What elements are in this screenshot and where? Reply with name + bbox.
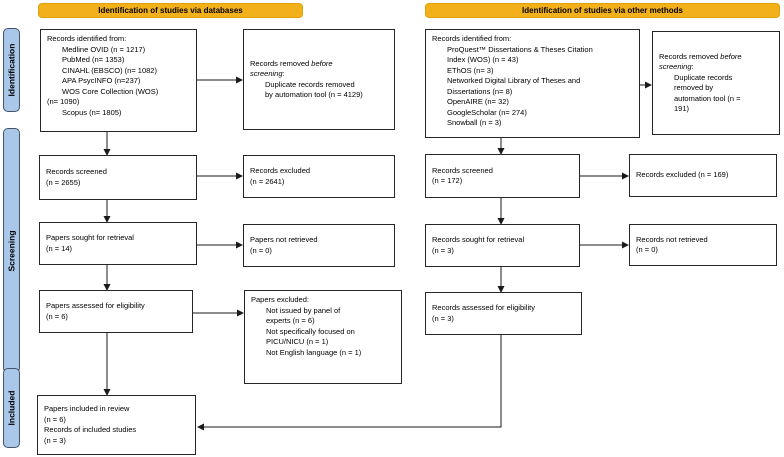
box-line: (n = 3) — [44, 435, 66, 445]
box-records-screened-other: Records screened (n = 172) — [425, 154, 580, 198]
box-line: Papers sought for retrieval — [46, 233, 134, 242]
box-line: Records of included studies — [44, 425, 137, 434]
box-line: Records screened — [46, 167, 107, 176]
box-line: PICU/NICU (n = 1) — [266, 337, 329, 346]
banner-identification-other-methods: Identification of studies via other meth… — [425, 3, 780, 18]
box-records-identified-databases: Records identified from: Medline OVID (n… — [40, 29, 197, 132]
box-line: 191) — [674, 104, 690, 113]
box-line: Duplicate records — [674, 72, 733, 82]
box-line: APA PsycINFO (n=237) — [62, 76, 141, 85]
box-line: EThOS (n= 3) — [447, 65, 494, 75]
box-records-removed-other: Records removed before screening: Duplic… — [652, 31, 780, 135]
stage-label-screening-text: Screening — [6, 229, 17, 272]
box-line: (n = 2641) — [250, 176, 285, 186]
box-line: OpenAIRE (n= 32) — [447, 97, 509, 106]
box-line: screening: — [659, 62, 694, 71]
box-line: Medline OVID (n = 1217) — [62, 44, 146, 54]
box-line: ProQuest™ Dissertations & Theses Citatio… — [447, 44, 593, 54]
box-papers-included-review: Papers included in review (n = 6) Record… — [37, 395, 196, 455]
box-line: (n = 172) — [432, 176, 463, 185]
box-line: (n = 3) — [432, 245, 454, 255]
box-line: Records identified from: — [432, 34, 512, 43]
box-papers-excluded-reasons: Papers excluded: Not issued by panel of … — [244, 290, 402, 384]
box-line: Records sought for retrieval — [432, 235, 525, 244]
box-records-excluded-other: Records excluded (n = 169) — [629, 154, 777, 197]
box-line: (n = 6) — [46, 311, 68, 321]
box-line: by automation tool (n = 4129) — [265, 90, 363, 99]
box-line: Index (WOS) (n = 43) — [447, 55, 519, 64]
box-line: (n = 0) — [636, 245, 658, 254]
box-line: CINAHL (EBSCO) (n= 1082) — [62, 65, 157, 75]
box-line: Records excluded (n = 169) — [636, 170, 729, 180]
box-line: Records not retrieved — [636, 234, 708, 244]
stage-label-included: Included — [3, 368, 20, 448]
box-records-assessed-eligibility: Records assessed for eligibility (n = 3) — [425, 292, 582, 335]
box-line: WOS Core Collection (WOS) — [62, 86, 159, 96]
box-line: Duplicate records removed — [265, 79, 355, 89]
box-line: (n = 14) — [46, 243, 73, 253]
box-line: (n = 2655) — [46, 177, 81, 187]
box-records-screened-databases: Records screened (n = 2655) — [39, 155, 197, 200]
box-line: (n = 0) — [250, 245, 272, 255]
box-line: Records excluded — [250, 166, 311, 175]
box-line: Scopus (n= 1805) — [62, 107, 122, 117]
box-line: Records identified from: — [47, 34, 127, 43]
box-papers-sought-retrieval: Papers sought for retrieval (n = 14) — [39, 222, 197, 265]
banner-identification-databases: Identification of studies via databases — [38, 3, 303, 18]
box-line: Records removed before — [250, 58, 333, 68]
box-line: automation tool (n = — [674, 93, 741, 103]
box-line: Papers included in review — [44, 404, 130, 413]
box-line: (n = 6) — [44, 414, 66, 424]
box-line: Not English language (n = 1) — [266, 347, 362, 357]
box-line: Dissertations (n= 8) — [447, 86, 513, 96]
box-line: Not issued by panel of — [266, 305, 341, 315]
box-records-sought-retrieval: Records sought for retrieval (n = 3) — [425, 224, 580, 267]
box-line: (n= 1090) — [47, 97, 80, 106]
box-line: screening: — [250, 69, 285, 78]
box-line: Papers not retrieved — [250, 235, 318, 244]
box-line: removed by — [674, 83, 714, 92]
box-line: Records assessed for eligibility — [432, 303, 535, 312]
box-line: Papers excluded: — [251, 295, 309, 304]
box-line: experts (n = 6) — [266, 316, 315, 325]
box-line: Not specifically focused on — [266, 326, 355, 336]
stage-label-included-text: Included — [6, 390, 17, 426]
box-records-identified-other: Records identified from: ProQuest™ Disse… — [425, 29, 640, 138]
box-line: PubMed (n= 1353) — [62, 55, 125, 64]
box-line: (n = 3) — [432, 313, 454, 323]
box-papers-not-retrieved: Papers not retrieved (n = 0) — [243, 224, 395, 267]
box-records-excluded-databases: Records excluded (n = 2641) — [243, 155, 395, 198]
stage-label-screening: Screening — [3, 128, 20, 373]
box-line: Snowball (n = 3) — [447, 118, 502, 127]
box-line: Networked Digital Library of Theses and — [447, 76, 581, 85]
box-records-removed-databases: Records removed before screening: Duplic… — [243, 29, 395, 130]
box-line: Papers assessed for eligibility — [46, 301, 145, 310]
box-records-not-retrieved: Records not retrieved (n = 0) — [629, 224, 777, 266]
box-line: Records screened — [432, 165, 493, 175]
stage-label-identification: Identification — [3, 28, 20, 112]
box-line: GoogleScholar (n= 274) — [447, 107, 527, 117]
box-papers-assessed-eligibility: Papers assessed for eligibility (n = 6) — [39, 290, 193, 333]
stage-label-identification-text: Identification — [6, 43, 17, 97]
box-line: Records removed before — [659, 51, 742, 61]
